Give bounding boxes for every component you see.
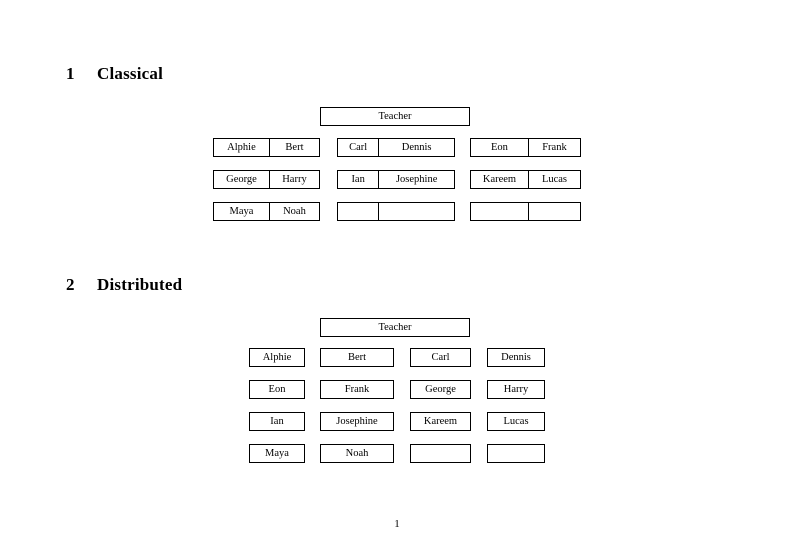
teacher-box-classical: Teacher (320, 107, 470, 126)
student-cell: Eon (491, 142, 508, 153)
student-desk: Alphie (249, 348, 305, 367)
student-desk-empty (487, 444, 545, 463)
student-cell: Harry (268, 171, 319, 188)
student-desk: Kareem (410, 412, 471, 431)
student-desk: Noah (320, 444, 394, 463)
student-desk: Josephine (320, 412, 394, 431)
desk-pair-row: Ian Josephine (337, 170, 455, 189)
student-desk: George (410, 380, 471, 399)
teacher-box-distributed: Teacher (320, 318, 470, 337)
student-desk: Ian (249, 412, 305, 431)
section-title: Classical (97, 64, 164, 83)
student-cell: Lucas (527, 171, 580, 188)
section-number: 2 (66, 275, 75, 294)
student-cell: Dennis (378, 139, 454, 156)
desk-pair-row-empty (470, 202, 581, 221)
desk-pair-row: Kareem Lucas (470, 170, 581, 189)
student-cell-empty (471, 203, 528, 220)
student-cell: Bert (268, 139, 319, 156)
student-desk: Harry (487, 380, 545, 399)
student-desk: Bert (320, 348, 394, 367)
student-cell: Maya (229, 206, 254, 217)
desk-pair-row: Alphie Bert (213, 138, 320, 157)
desk-pair-row-empty (337, 202, 455, 221)
student-cell: Ian (351, 174, 365, 185)
student-desk: Eon (249, 380, 305, 399)
student-cell: Josephine (378, 171, 454, 188)
section-heading-classical: 1 Classical (66, 64, 163, 84)
desk-pair-row: Maya Noah (213, 202, 320, 221)
desk-pair-row: Eon Frank (470, 138, 581, 157)
desk-pair-row: George Harry (213, 170, 320, 189)
student-cell: Frank (527, 139, 580, 156)
section-number: 1 (66, 64, 75, 83)
section-heading-distributed: 2 Distributed (66, 275, 182, 295)
student-cell: Kareem (482, 174, 517, 185)
student-desk: Frank (320, 380, 394, 399)
student-desk: Dennis (487, 348, 545, 367)
student-cell: Noah (268, 203, 319, 220)
section-title: Distributed (97, 275, 183, 294)
desk-pair-row: Carl Dennis (337, 138, 455, 157)
student-desk: Carl (410, 348, 471, 367)
student-cell: Carl (349, 142, 368, 153)
student-cell: Alphie (227, 142, 256, 153)
student-desk: Maya (249, 444, 305, 463)
student-desk-empty (410, 444, 471, 463)
student-cell-empty (378, 203, 454, 220)
page-number: 1 (394, 518, 400, 530)
student-cell: George (226, 174, 257, 185)
student-cell-empty (527, 203, 580, 220)
student-desk: Lucas (487, 412, 545, 431)
student-cell-empty (338, 203, 378, 220)
